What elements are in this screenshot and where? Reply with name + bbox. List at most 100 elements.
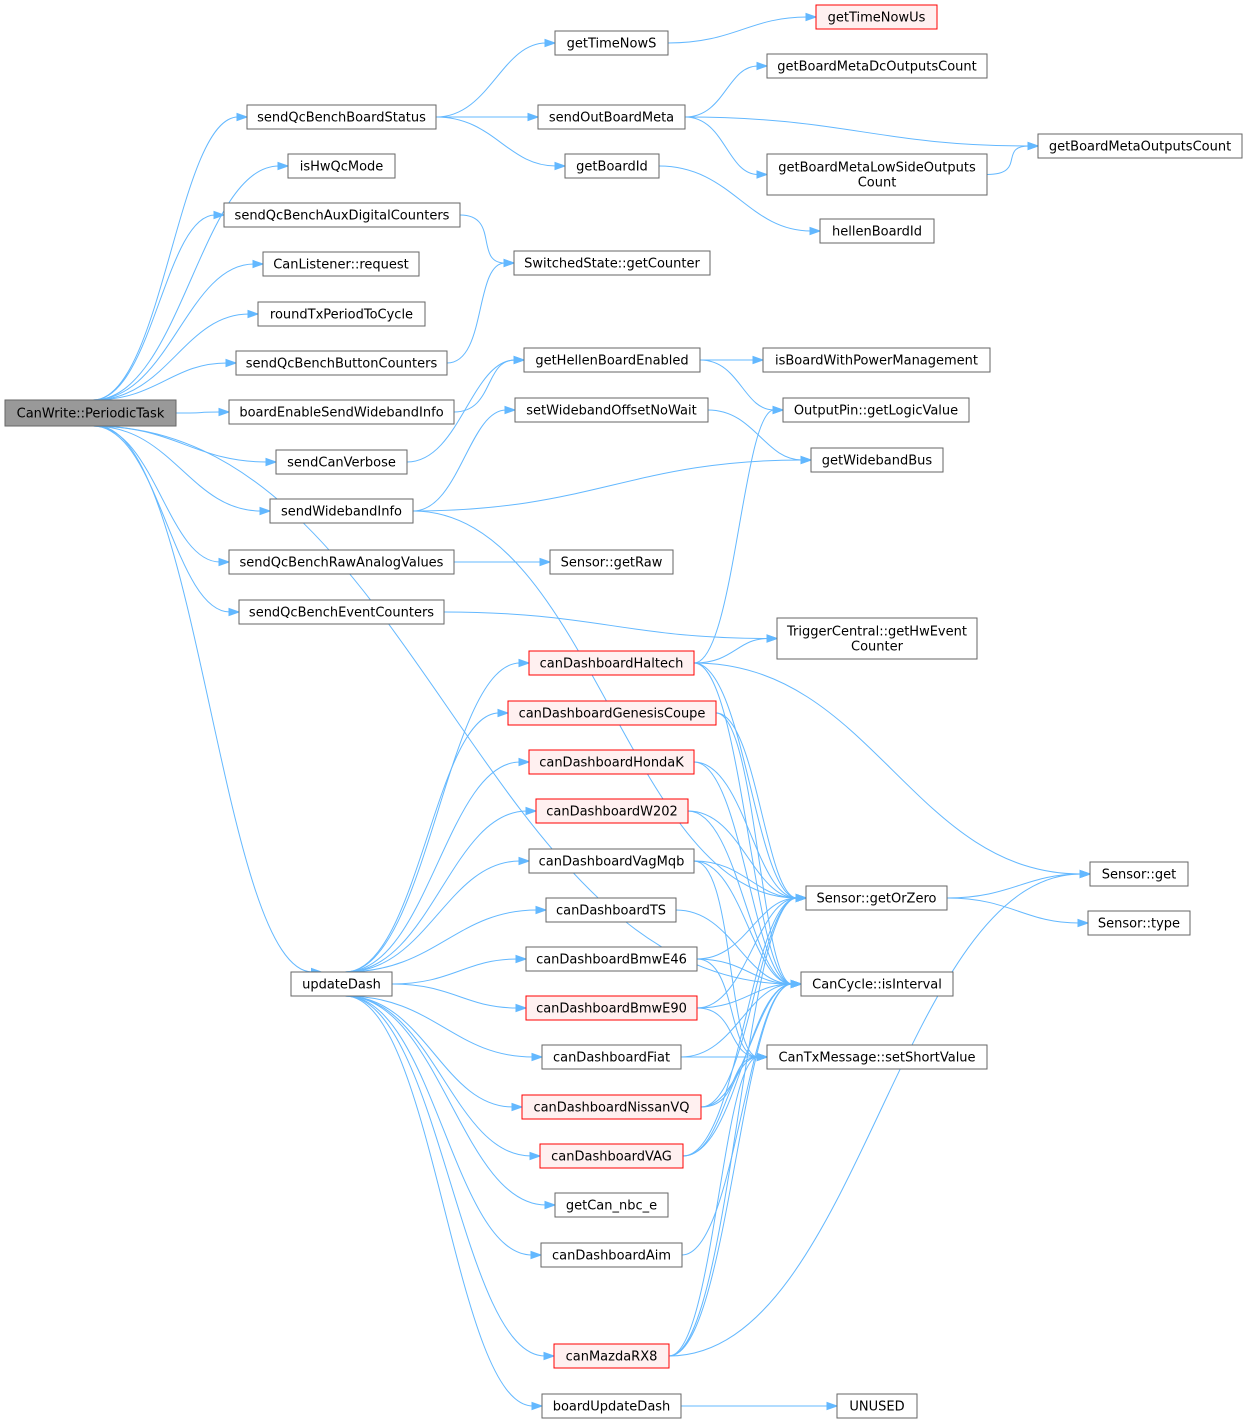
edge-boardUpdateDash-unused — [681, 1401, 839, 1411]
node-canListener[interactable]: CanListener::request — [262, 251, 420, 277]
node-getBoardId[interactable]: getBoardId — [564, 153, 660, 179]
node-label: CanWrite::PeriodicTask — [17, 407, 165, 422]
edge-dashE90-getOrZero — [696, 893, 808, 1009]
node-dashAim[interactable]: canDashboardAim — [540, 1242, 683, 1268]
node-sendQcStatus[interactable]: sendQcBenchBoardStatus — [246, 104, 437, 130]
node-sendQcButton[interactable]: sendQcBenchButtonCounters — [235, 350, 448, 376]
edge-sendQcEvent-triggerCentral — [443, 611, 779, 643]
node-label: getBoardMetaOutputsCount — [1049, 140, 1231, 155]
node-label: CanListener::request — [273, 258, 409, 273]
node-metaOut[interactable]: getBoardMetaOutputsCount — [1037, 133, 1243, 159]
edge-periodic-boardEnableWb — [175, 407, 231, 417]
node-roundTx[interactable]: roundTxPeriodToCycle — [257, 301, 426, 327]
node-getOrZero[interactable]: Sensor::getOrZero — [805, 885, 948, 911]
edge-updateDash-dashTS — [344, 905, 548, 973]
edge-periodic-isHwQc — [92, 161, 290, 401]
node-unused[interactable]: UNUSED — [836, 1393, 918, 1419]
node-label: canDashboardW202 — [546, 805, 678, 820]
node-sensorGetRaw[interactable]: Sensor::getRaw — [549, 549, 674, 575]
node-label: sendCanVerbose — [287, 456, 396, 471]
node-getLogicValue[interactable]: OutputPin::getLogicValue — [782, 397, 970, 423]
edge-updateDash-dashVagMqb — [344, 856, 531, 973]
edge-sendWbInfo-getWbBus — [412, 455, 813, 512]
edge-sendQcButton-switchedState — [446, 258, 516, 364]
node-label: TriggerCentral::getHwEvent — [786, 625, 967, 640]
node-updateDash[interactable]: updateDash — [290, 971, 393, 997]
node-sendQcRaw[interactable]: sendQcBenchRawAnalogValues — [228, 549, 455, 575]
node-getTimeNowS[interactable]: getTimeNowS — [554, 30, 669, 56]
node-getCanNbc[interactable]: getCan_nbc_e — [554, 1192, 669, 1218]
node-label: OutputPin::getLogicValue — [794, 404, 958, 419]
node-getWbBus[interactable]: getWidebandBus — [810, 447, 944, 473]
edge-dashGenesis-isInterval — [715, 712, 803, 989]
node-label: sendQcBenchBoardStatus — [257, 111, 426, 126]
node-dashGenesis[interactable]: canDashboardGenesisCoupe — [507, 700, 717, 726]
node-dashHaltech[interactable]: canDashboardHaltech — [528, 650, 695, 676]
edge-mazdaRX8-setShort — [668, 1052, 769, 1357]
node-dashE46[interactable]: canDashboardBmwE46 — [525, 946, 698, 972]
node-sendCanVerbose[interactable]: sendCanVerbose — [275, 449, 408, 475]
node-label: canDashboardVAG — [551, 1150, 672, 1165]
node-periodic[interactable]: CanWrite::PeriodicTask — [4, 399, 177, 427]
edge-updateDash-dashE90 — [391, 983, 528, 1013]
node-dashW202[interactable]: canDashboardW202 — [535, 798, 689, 824]
edge-updateDash-dashNissan — [344, 995, 524, 1112]
node-getHellenEnabled[interactable]: getHellenBoardEnabled — [523, 347, 701, 373]
node-label: boardEnableSendWidebandInfo — [239, 406, 443, 421]
node-label: Counter — [851, 640, 904, 655]
node-label: canDashboardAim — [552, 1249, 671, 1264]
node-label: getCan_nbc_e — [566, 1199, 657, 1214]
edge-getOrZero-sensorGet — [946, 869, 1092, 899]
node-isInterval[interactable]: CanCycle::isInterval — [800, 971, 954, 997]
node-sendOutBoardMeta[interactable]: sendOutBoardMeta — [537, 104, 686, 130]
edge-sendQcStatus-sendOutBoardMeta — [436, 112, 540, 122]
node-label: Sensor::getOrZero — [817, 892, 937, 907]
node-isBoardPower[interactable]: isBoardWithPowerManagement — [762, 347, 991, 373]
edge-updateDash-dashVAG — [344, 995, 542, 1161]
node-label: updateDash — [302, 978, 381, 993]
edge-updateDash-dashE46 — [391, 954, 528, 985]
node-mazdaRX8[interactable]: canMazdaRX8 — [553, 1343, 670, 1369]
edge-updateDash-dashW202 — [344, 806, 538, 973]
node-dashTS[interactable]: canDashboardTS — [545, 897, 677, 923]
node-label: isHwQcMode — [300, 160, 384, 175]
node-dashVagMqb[interactable]: canDashboardVagMqb — [528, 848, 695, 874]
node-dashFiat[interactable]: canDashboardFiat — [541, 1044, 682, 1070]
edge-dashE46-isInterval — [696, 958, 803, 989]
node-dashNissan[interactable]: canDashboardNissanVQ — [521, 1094, 702, 1120]
node-label: canDashboardTS — [556, 904, 666, 919]
node-sendQcEvent[interactable]: sendQcBenchEventCounters — [238, 599, 445, 625]
edge-boardEnableWb-getHellenEnabled — [453, 355, 526, 413]
edge-periodic-sendQcButton — [92, 358, 238, 401]
node-isHwQc[interactable]: isHwQcMode — [287, 153, 396, 179]
edge-dashHaltech-getLogicValue — [693, 405, 785, 664]
edge-periodic-sendQcAux — [92, 210, 226, 401]
node-setWbOffset[interactable]: setWidebandOffsetNoWait — [514, 397, 709, 423]
node-hellenBoardId[interactable]: hellenBoardId — [819, 218, 935, 244]
edge-periodic-roundTx — [92, 309, 260, 401]
node-sendWbInfo[interactable]: sendWidebandInfo — [269, 498, 414, 524]
node-label: getTimeNowS — [567, 37, 657, 52]
node-sensorGet[interactable]: Sensor::get — [1089, 861, 1189, 887]
node-boardEnableWb[interactable]: boardEnableSendWidebandInfo — [228, 399, 455, 425]
node-label: boardUpdateDash — [553, 1400, 671, 1415]
node-switchedState[interactable]: SwitchedState::getCounter — [513, 250, 711, 276]
node-metaDc[interactable]: getBoardMetaDcOutputsCount — [766, 53, 988, 79]
node-dashHonda[interactable]: canDashboardHondaK — [528, 749, 695, 775]
node-setShort[interactable]: CanTxMessage::setShortValue — [766, 1044, 988, 1070]
edge-updateDash-dashHaltech — [344, 658, 531, 973]
node-dashVAG[interactable]: canDashboardVAG — [539, 1143, 684, 1169]
edge-sendQcRaw-sensorGetRaw — [454, 557, 552, 567]
edge-mazdaRX8-sensorGet — [668, 869, 1092, 1357]
edge-dashE46-getOrZero — [696, 893, 808, 960]
node-sendQcAux[interactable]: sendQcBenchAuxDigitalCounters — [223, 202, 461, 228]
node-label: Sensor::getRaw — [561, 556, 663, 571]
node-getTimeNowUs[interactable]: getTimeNowUs — [815, 4, 938, 30]
node-label: canDashboardHondaK — [539, 756, 684, 771]
node-sensorType[interactable]: Sensor::type — [1087, 910, 1191, 936]
node-dashE90[interactable]: canDashboardBmwE90 — [525, 995, 698, 1021]
node-boardUpdateDash[interactable]: boardUpdateDash — [541, 1393, 682, 1419]
edge-updateDash-boardUpdateDash — [344, 995, 544, 1411]
